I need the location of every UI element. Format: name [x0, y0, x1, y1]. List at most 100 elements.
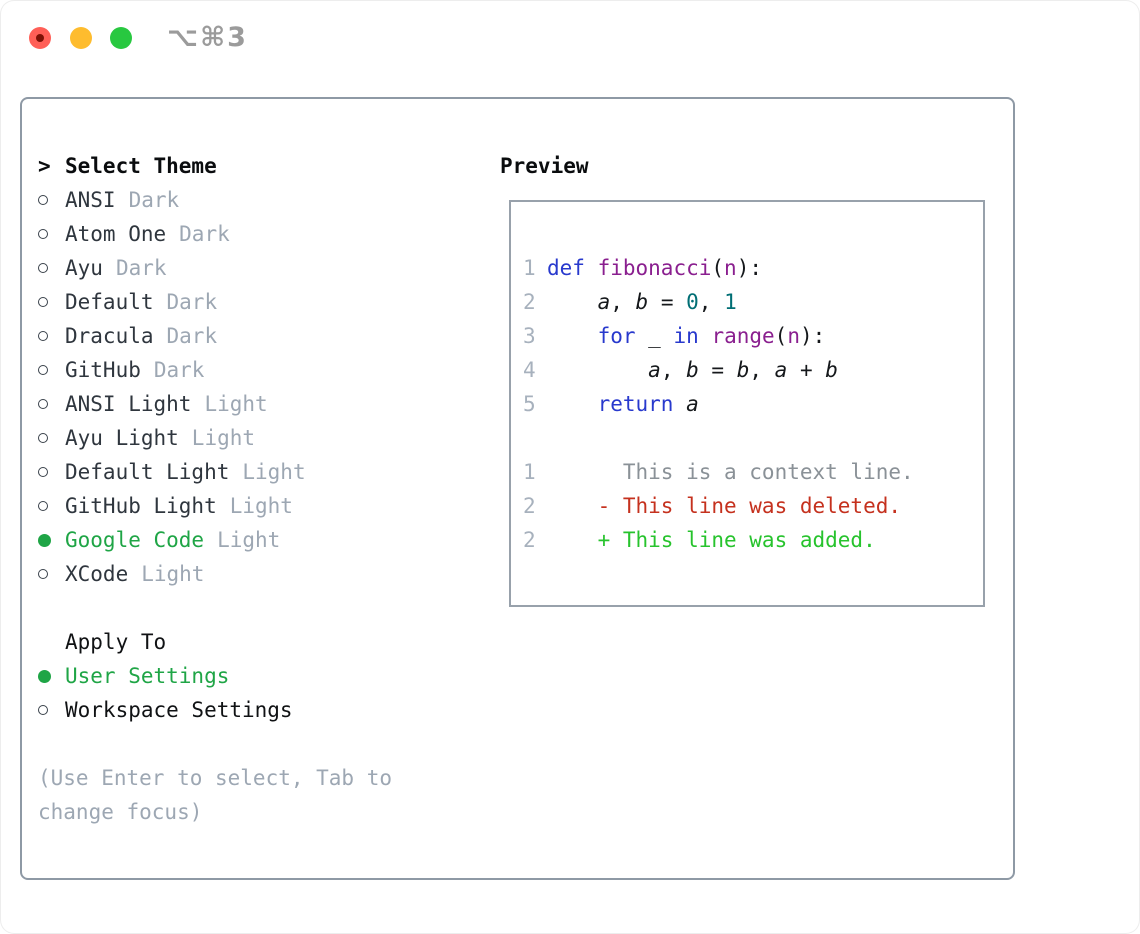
theme-selector-panel: > Select Theme ANSI Dark Atom One Dark A… [20, 97, 1015, 880]
radio-icon [38, 705, 48, 715]
radio-icon [38, 399, 48, 409]
theme-option-ansi-dark[interactable]: ANSI Dark [38, 183, 392, 217]
theme-option-xcode-light[interactable]: XCode Light [38, 557, 392, 591]
diff-line-deleted: 2 - This line was deleted. [523, 489, 979, 523]
theme-option-ayu-dark[interactable]: Ayu Dark [38, 251, 392, 285]
diff-line-context: 1 This is a context line. [523, 455, 979, 489]
theme-variant: Light [141, 562, 205, 586]
theme-name: Default Light [65, 460, 230, 484]
theme-option-github-light-light[interactable]: GitHub Light Light [38, 489, 392, 523]
code-line-2: 2 a, b = 0, 1 [523, 285, 979, 319]
line-number: 1 [523, 256, 536, 280]
radio-icon [38, 195, 48, 205]
spacer [38, 727, 392, 761]
apply-option-label: User Settings [65, 664, 230, 688]
line-number: 3 [523, 324, 536, 348]
line-number: 2 [523, 528, 536, 552]
line-number: 1 [523, 460, 536, 484]
theme-option-default-light-light[interactable]: Default Light Light [38, 455, 392, 489]
radio-icon [38, 263, 48, 273]
selection-arrow-icon: > [38, 154, 51, 178]
theme-variant: Light [204, 392, 268, 416]
theme-variant: Light [191, 426, 256, 450]
theme-variant: Light [217, 528, 281, 552]
radio-icon [38, 433, 48, 443]
line-content: for _ in range(n): [597, 324, 826, 348]
theme-option-google-code-light[interactable]: Google Code Light [38, 523, 392, 557]
apply-to-title: Apply To [65, 630, 167, 654]
code-line-1: 1 def fibonacci(n): [523, 251, 979, 285]
titlebar: ⌥⌘3 [0, 0, 1140, 70]
radio-icon [38, 365, 48, 375]
theme-name: Default [65, 290, 154, 314]
radio-icon [38, 229, 48, 239]
line-content: This is a context line. [547, 460, 914, 484]
theme-list: ANSI Dark Atom One Dark Ayu Dark Default… [38, 183, 392, 591]
diff-block: 1 This is a context line. 2 - This line … [523, 455, 979, 557]
theme-variant: Dark [166, 290, 218, 314]
line-content: a, b = b, a + b [648, 358, 838, 382]
code-line-3: 3 for _ in range(n): [523, 319, 979, 353]
radio-icon [38, 467, 48, 477]
theme-option-default-dark[interactable]: Default Dark [38, 285, 392, 319]
theme-name: GitHub [65, 358, 141, 382]
theme-option-dracula-dark[interactable]: Dracula Dark [38, 319, 392, 353]
minimize-button[interactable] [70, 27, 92, 49]
theme-option-ansi-light-light[interactable]: ANSI Light Light [38, 387, 392, 421]
line-content: return a [597, 392, 699, 416]
apply-to-header: Apply To [38, 625, 392, 659]
spacer [38, 591, 392, 625]
line-content: a, b = 0, 1 [597, 290, 737, 314]
window-title-shortcut: ⌥⌘3 [167, 22, 248, 53]
hint-line-1: (Use Enter to select, Tab to [38, 766, 393, 790]
theme-name: GitHub Light [65, 494, 217, 518]
radio-icon [38, 501, 48, 511]
theme-variant: Dark [128, 188, 180, 212]
theme-name: Ayu Light [65, 426, 179, 450]
theme-name: Ayu [65, 256, 103, 280]
apply-option-label: Workspace Settings [65, 698, 293, 722]
theme-option-atom-one-dark[interactable]: Atom One Dark [38, 217, 392, 251]
line-content: + This line was added. [547, 528, 876, 552]
theme-name: Dracula [65, 324, 154, 348]
select-theme-title: Select Theme [65, 154, 217, 178]
theme-name: XCode [65, 562, 129, 586]
code-block: 1 def fibonacci(n): 2 a, b = 0, 1 3 for … [523, 251, 979, 421]
theme-name: Atom One [65, 222, 167, 246]
apply-option-workspace-settings[interactable]: Workspace Settings [38, 693, 392, 727]
theme-name: ANSI Light [65, 392, 192, 416]
theme-option-github-dark[interactable]: GitHub Dark [38, 353, 392, 387]
hint-text: (Use Enter to select, Tab to change focu… [38, 761, 392, 829]
line-number: 2 [523, 494, 536, 518]
theme-list-column: > Select Theme ANSI Dark Atom One Dark A… [38, 149, 392, 829]
theme-name: Google Code [65, 528, 205, 552]
theme-variant: Dark [179, 222, 230, 246]
spacer [523, 421, 979, 455]
hint-line-2: change focus) [38, 800, 203, 824]
line-number: 2 [523, 290, 536, 314]
theme-variant: Dark [115, 256, 167, 280]
diff-line-added: 2 + This line was added. [523, 523, 979, 557]
preview-box: 1 def fibonacci(n): 2 a, b = 0, 1 3 for … [509, 200, 985, 607]
theme-variant: Light [229, 494, 293, 518]
theme-name: ANSI [65, 188, 116, 212]
code-line-4: 4 a, b = b, a + b [523, 353, 979, 387]
apply-option-user-settings[interactable]: User Settings [38, 659, 392, 693]
preview-header: Preview [500, 154, 589, 178]
theme-option-ayu-light-light[interactable]: Ayu Light Light [38, 421, 392, 455]
radio-icon [38, 569, 48, 579]
radio-icon [38, 297, 48, 307]
radio-icon [38, 331, 48, 341]
line-content: def fibonacci(n): [547, 256, 762, 280]
select-theme-header: > Select Theme [38, 149, 392, 183]
close-button[interactable] [29, 27, 51, 49]
line-content: - This line was deleted. [547, 494, 902, 518]
line-number: 4 [523, 358, 536, 382]
close-dot-icon [36, 34, 44, 42]
zoom-button[interactable] [110, 27, 132, 49]
theme-variant: Dark [166, 324, 218, 348]
theme-variant: Dark [153, 358, 205, 382]
apply-to-list: User Settings Workspace Settings [38, 659, 392, 727]
preview-lines: 1 def fibonacci(n): 2 a, b = 0, 1 3 for … [523, 251, 979, 557]
